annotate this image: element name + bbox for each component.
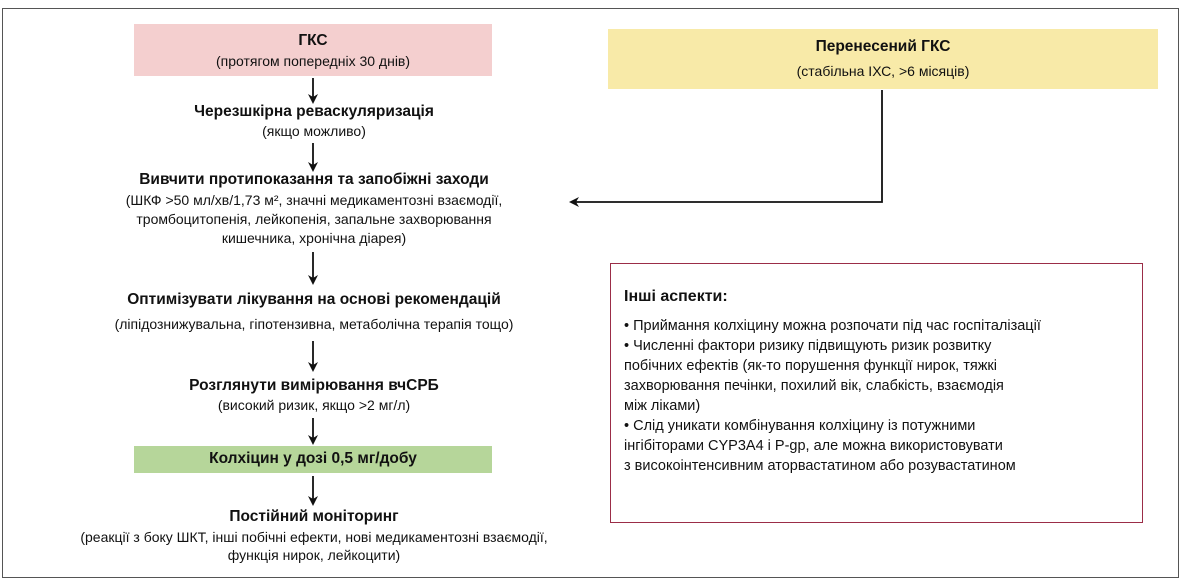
acs-box: ГКС (протягом попередніх 30 днів) — [134, 24, 492, 76]
acs-title: ГКС — [298, 32, 328, 49]
other-aspects-box: Інші аспекти: • Приймання колхіцину можн… — [610, 263, 1143, 523]
other-aspects-line: захворювання печінки, похилий вік, слабк… — [624, 378, 1004, 394]
step-hscrp-title: Розглянути вимірювання вчСРБ — [189, 377, 439, 394]
step-contraindications-line2: тромбоцитопенія, лейкопенія, запальне за… — [136, 211, 492, 227]
step-contraindications-line1: (ШКФ >50 мл/хв/1,73 м², значні медикамен… — [125, 192, 503, 208]
step-contraindications-line3: кишечника, хронічна діарея) — [221, 230, 407, 246]
step-optimize-therapy-title: Оптимізувати лікування на основі рекомен… — [127, 291, 501, 308]
arrow-prior-acs-to-contraindications — [569, 90, 883, 207]
step-optimize-therapy-subtitle: (ліпідознижувальна, гіпотензивна, метабо… — [114, 316, 514, 332]
colchicine-dose-box: Колхіцин у дозі 0,5 мг/добу — [134, 446, 492, 473]
diagram-frame — [2, 8, 1179, 578]
step-optimize-therapy: Оптимізувати лікування на основі рекомен… — [40, 291, 588, 332]
other-aspects-line: інгібіторами CYP3A4 і P-gp, але можна ви… — [624, 438, 1003, 454]
step-revascularization-title: Черезшкірна реваскуляризація — [194, 103, 434, 120]
prior-acs-box: Перенесений ГКС (стабільна ІХС, >6 місяц… — [608, 29, 1158, 89]
other-aspects-title: Інші аспекти: — [624, 288, 728, 305]
step-hscrp-subtitle: (високий ризик, якщо >2 мг/л) — [217, 397, 411, 413]
other-aspects-line: • Слід уникати комбінування колхіцину із… — [624, 418, 976, 434]
acs-subtitle: (протягом попередніх 30 днів) — [215, 53, 411, 69]
other-aspects-line: з високоінтенсивним аторвастатином або р… — [624, 458, 1016, 474]
step-monitoring: Постійний моніторинг (реакції з боку ШКТ… — [14, 508, 614, 564]
step-monitoring-line2: функція нирок, лейкоцити) — [227, 547, 401, 563]
step-contraindications-title: Вивчити протипоказання та запобіжні захо… — [139, 171, 489, 188]
step-monitoring-title: Постійний моніторинг — [229, 508, 399, 525]
other-aspects-line: побічних ефектів (як-то порушення функці… — [624, 358, 997, 374]
step-revascularization-subtitle: (якщо можливо) — [262, 123, 366, 139]
step-hscrp: Розглянути вимірювання вчСРБ (високий ри… — [114, 377, 514, 413]
step-monitoring-line1: (реакції з боку ШКТ, інші побічні ефекти… — [80, 529, 548, 545]
step-revascularization: Черезшкірна реваскуляризація (якщо можли… — [114, 103, 514, 139]
other-aspects-line: • Численні фактори ризику підвищують риз… — [624, 338, 992, 354]
colchicine-dose-title: Колхіцин у дозі 0,5 мг/добу — [209, 450, 417, 467]
other-aspects-line: • Приймання колхіцину можна розпочати пі… — [624, 318, 1041, 334]
prior-acs-title: Перенесений ГКС — [815, 38, 951, 55]
other-aspects-line: між ліками) — [624, 398, 701, 414]
prior-acs-subtitle: (стабільна ІХС, >6 місяців) — [796, 63, 970, 79]
step-contraindications: Вивчити протипоказання та запобіжні захо… — [40, 171, 588, 248]
